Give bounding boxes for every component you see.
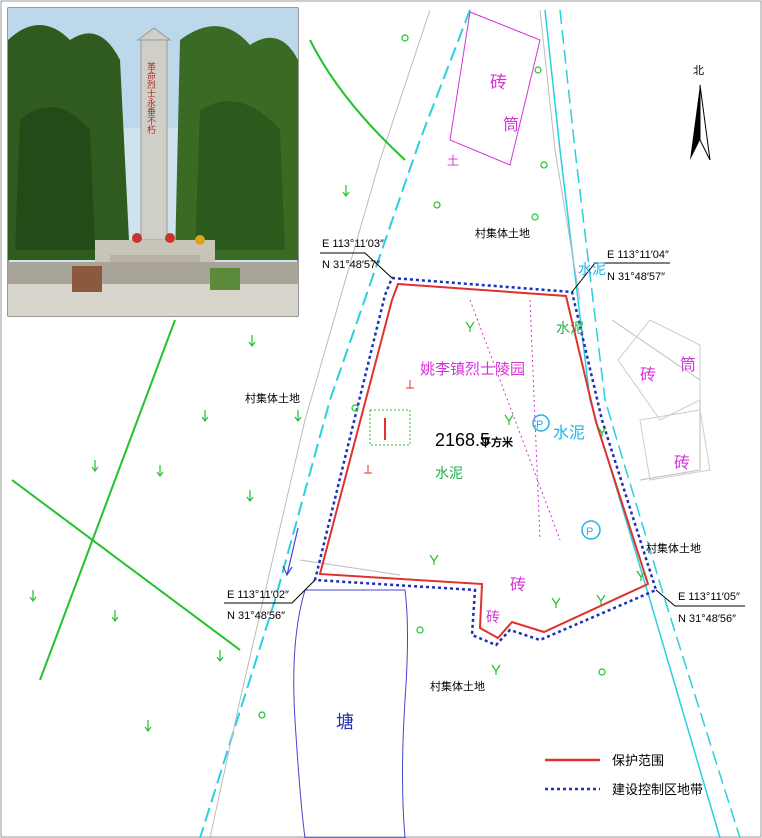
label-village-land-3: 村集体土地 xyxy=(646,541,701,555)
flow-arrow xyxy=(282,527,299,577)
label-brick-3: 砖 xyxy=(674,453,690,472)
inner-dots xyxy=(469,299,561,541)
label-cement-2: 水泥 xyxy=(556,321,584,337)
label-cement-4: 水泥 xyxy=(553,423,585,442)
label-brick-4: 砖 xyxy=(510,575,526,594)
parking-icon-1: P xyxy=(532,414,550,432)
protection-zone-boundary xyxy=(318,282,650,640)
label-brick-2: 砖 xyxy=(640,365,656,384)
parking-icon-2: P xyxy=(581,520,601,540)
svg-text:北: 北 xyxy=(693,64,704,77)
coord-ne-n: N 31°48′57″ xyxy=(607,271,665,283)
monument-photo: 革命烈士永垂不朽 xyxy=(7,7,299,317)
legend: 保护范围 建设控制区地带 xyxy=(545,754,703,798)
label-earth: 土 xyxy=(447,154,459,168)
coord-sw-n: N 31°48′56″ xyxy=(227,610,285,622)
north-arrow-icon: 北 xyxy=(690,64,711,161)
svg-text:P: P xyxy=(586,526,593,538)
pond-outline xyxy=(293,589,408,838)
vegetation-symbols xyxy=(29,34,646,732)
label-village-land-4: 村集体土地 xyxy=(430,679,485,693)
red-markers xyxy=(364,380,414,474)
coord-sw-e: E 113°11′02″ xyxy=(227,589,289,601)
label-cemetery: 姚李镇烈士陵园 xyxy=(420,360,525,378)
monument-square xyxy=(369,409,411,446)
green-lines xyxy=(11,39,406,681)
label-cement-3: 水泥 xyxy=(578,262,606,278)
label-brick-5: 砖 xyxy=(486,610,500,626)
legend-control-label: 建设控制区地带 xyxy=(612,783,703,798)
monument-inscription: 革命烈士永垂不朽 xyxy=(145,61,156,135)
right-buildings xyxy=(617,319,711,481)
label-brick-1: 砖 xyxy=(490,73,507,93)
label-village-land-1: 村集体土地 xyxy=(475,226,530,240)
label-tube-1: 筒 xyxy=(503,115,519,134)
coord-se-n: N 31°48′56″ xyxy=(678,613,736,625)
coord-leaders xyxy=(224,252,745,607)
coord-se-e: E 113°11′05″ xyxy=(678,591,740,603)
label-village-land-2: 村集体土地 xyxy=(245,391,300,405)
label-tube-2: 筒 xyxy=(680,355,696,374)
coord-nw-e: E 113°11′03″ xyxy=(322,238,384,250)
label-pond: 塘 xyxy=(336,712,354,733)
road-west-edge xyxy=(199,9,471,838)
svg-text:P: P xyxy=(536,419,543,431)
road-east-dash xyxy=(559,9,741,838)
label-cement-1: 水泥 xyxy=(435,466,463,482)
coord-nw-n: N 31°48′57″ xyxy=(322,259,380,271)
coord-ne-e: E 113°11′04″ xyxy=(607,249,669,261)
thin-lines xyxy=(209,9,701,838)
label-area: 2168.5 xyxy=(435,430,490,450)
label-area-unit: 平方米 xyxy=(480,435,514,449)
top-buildings xyxy=(449,11,541,166)
control-zone-boundary xyxy=(313,276,658,647)
legend-protection-label: 保护范围 xyxy=(612,754,664,769)
